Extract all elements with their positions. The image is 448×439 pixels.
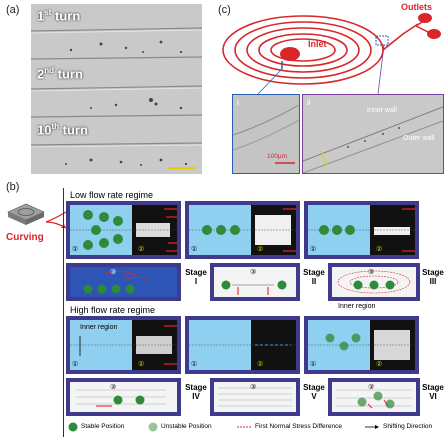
inset-i: i 100μm [232,94,300,174]
turn-2-label: 2nd turn [37,66,83,82]
inner-region-label-high: Inner region [80,324,118,331]
cell-graphic [308,320,415,370]
stage-graphic [70,382,177,412]
inset-i-texture [233,104,299,164]
turn-10-label: 10th turn [37,122,88,138]
panel-c-label: (c) [218,4,231,16]
panel-a-label: (a) [6,4,20,16]
normal-stress-icon [237,426,251,428]
outlets-label: Outlets [401,2,433,12]
shift-arrow-icon [365,425,379,429]
stage-graphic [214,382,296,412]
cell-region-1: ① [310,361,317,368]
micrograph-texture [31,4,202,174]
stage-1-region: ③ [110,269,117,276]
stage-2-region: ③ [250,269,257,276]
cell-graphic [70,205,177,255]
turn-1-label: 1st turn [37,8,81,24]
stage-graphic [70,267,177,297]
low-regime-title: Low flow rate regime [70,190,154,200]
inset-ii-label: ii [307,98,311,107]
stage-2-diagram: ③ [210,263,300,301]
stage-6-region: ③ [368,384,375,391]
stage-graphic [332,267,416,297]
high-cross-section-1: Inner region ① ② [66,316,181,374]
cell-graphic [189,205,296,255]
outer-wall-label: Outer wall [403,135,435,142]
stage-3-label: Stage III [422,268,444,286]
cell-region-2: ② [376,361,383,368]
cell-region-2: ② [138,246,145,253]
inset-i-scale: 100μm [267,153,288,160]
cell-region-1: ① [191,361,198,368]
high-cross-section-3: ① ② [304,316,419,374]
cell-region-1: ① [72,361,79,368]
cell-region-1: ① [310,246,317,253]
legend-stable: Stable Position [81,423,125,430]
cell-graphic [70,320,177,370]
stage-graphic [214,267,296,297]
legend: Stable Position Unstable Position First … [66,420,442,435]
inset-ii-texture [303,106,443,173]
stage-3-diagram: ③ [328,263,420,301]
stage-graphic [332,382,416,412]
low-cross-section-2: ① ② [185,201,300,259]
stage-6-label: Stage VI [422,383,444,401]
stable-position-icon [68,422,78,432]
cell-region-2: ② [257,361,264,368]
high-regime-title: High flow rate regime [70,305,156,315]
inner-wall-label: Inner wall [367,107,397,114]
cell-graphic [189,320,296,370]
low-cross-section-1: ① ② [66,201,181,259]
stage-5-diagram: ③ [210,378,300,416]
stage-4-diagram: ③ [66,378,181,416]
cell-region-2: ② [376,246,383,253]
cell-region-2: ② [138,361,145,368]
chip-icon [7,203,45,225]
legend-normal-stress: First Normal Stress Difference [255,423,342,430]
low-cross-section-3: ① ② [304,201,419,259]
cell-region-1: ① [72,246,79,253]
stage-4-region: ③ [110,384,117,391]
stage-4-label: Stage IV [185,383,207,401]
inset-ii: ii Inner wall Outer wall [302,94,444,174]
unstable-position-icon [148,422,158,432]
cell-region-2: ② [257,246,264,253]
stage-6-diagram: ③ [328,378,420,416]
stage-2-label: Stage II [303,268,325,286]
stage-1-diagram: ③ [66,263,181,301]
inner-region-label-low: Inner region [338,303,376,310]
legend-unstable: Unstable Position [161,423,212,430]
high-cross-section-2: ① ② [185,316,300,374]
cell-graphic [308,205,415,255]
panel-b-label: (b) [6,181,20,193]
stage-3-region: ③ [368,269,375,276]
stage-5-label: Stage V [303,383,325,401]
inset-i-label: i [237,98,239,107]
spiral-channel-diagram [222,13,441,94]
cell-region-1: ① [191,246,198,253]
stage-5-region: ③ [250,384,257,391]
stage-1-label: Stage I [185,268,207,286]
curving-label: Curving [6,232,44,243]
panel-a-micrograph: 1st turn 2nd turn 10th turn [31,4,202,174]
inlet-label: Inlet [308,39,327,49]
legend-shift: Shifting Direction [383,423,433,430]
panel-b-frame [63,188,446,437]
